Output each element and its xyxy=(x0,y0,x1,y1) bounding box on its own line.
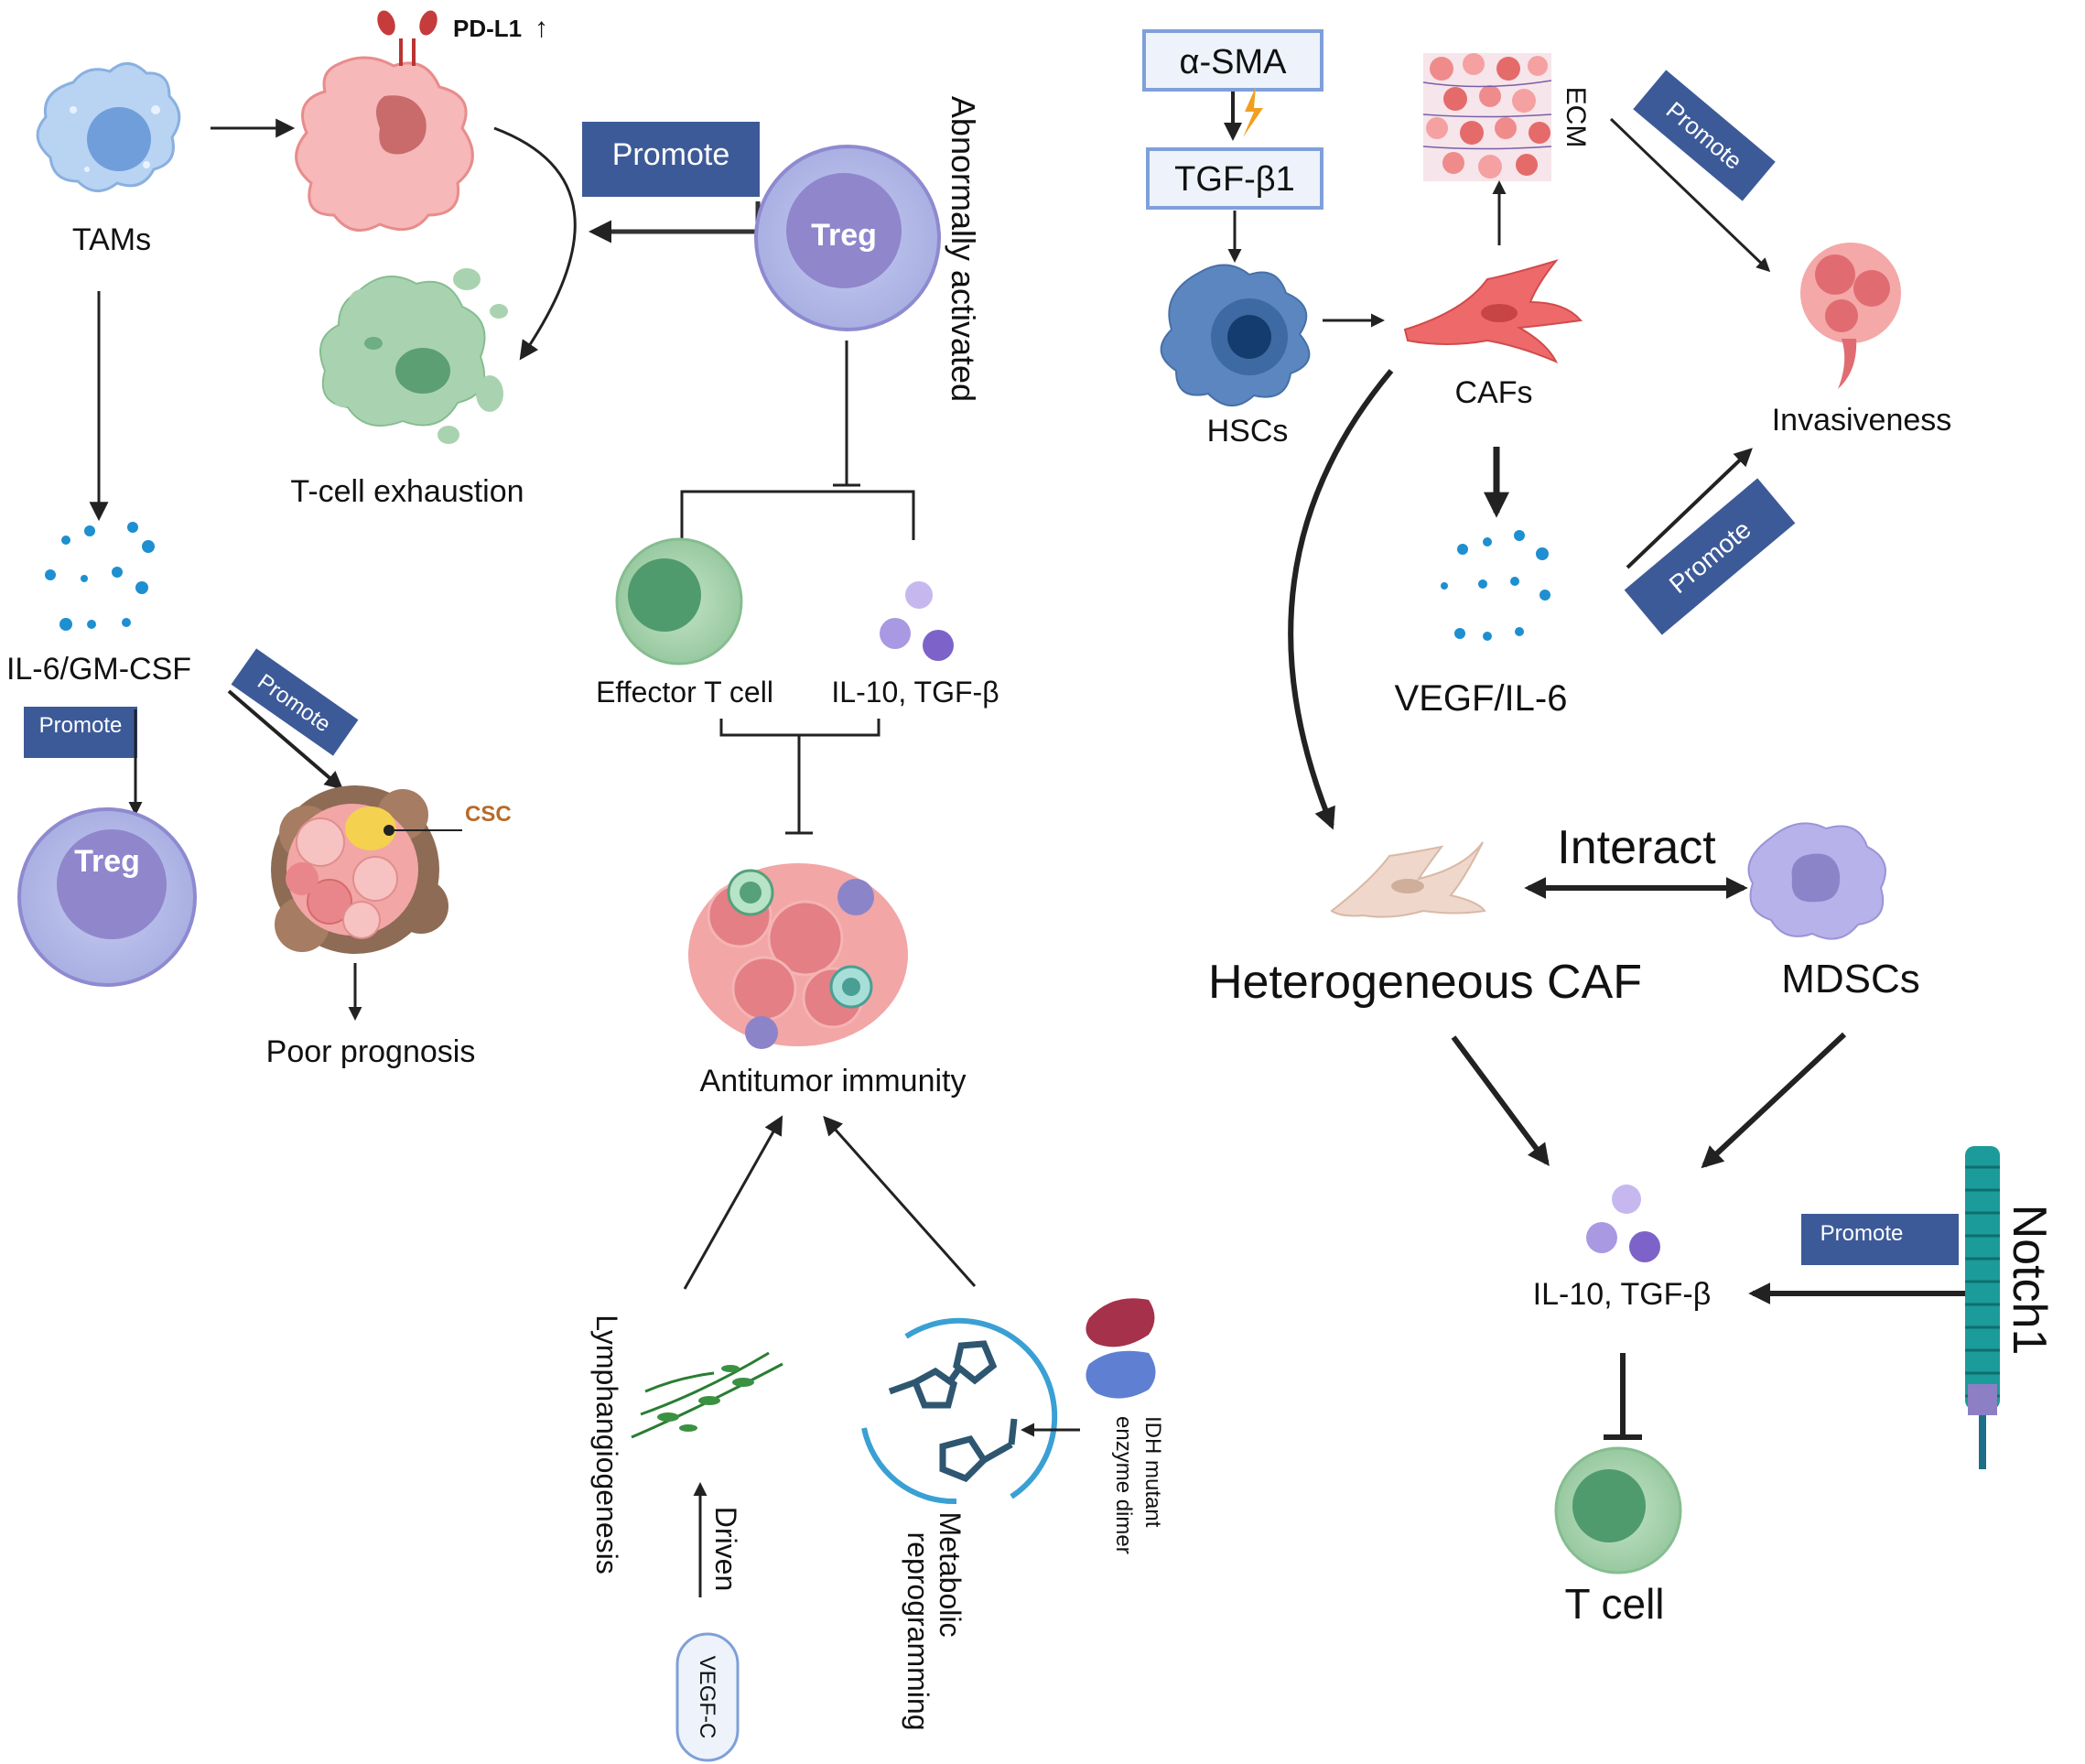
tcell-label: T cell xyxy=(1564,1580,1664,1628)
caf-cell-icon xyxy=(1403,259,1583,363)
abnormal-label: Abnormally activated xyxy=(945,96,982,402)
caf-to-hetcaf-arrow xyxy=(1288,369,1394,830)
ecm-label: ECM xyxy=(1561,87,1591,148)
tams-label: TAMs xyxy=(72,222,151,257)
tumor-cell-pdl1-icon xyxy=(295,10,474,233)
interact-label: Interact xyxy=(1557,821,1716,874)
promote-box-right-2: Promote xyxy=(1624,478,1796,635)
exhaustion-label: T-cell exhaustion xyxy=(290,474,524,509)
treg-cell-icon xyxy=(754,145,941,331)
treg2-label: Treg xyxy=(74,844,140,879)
cafs-label: CAFs xyxy=(1455,375,1533,410)
antitumor-cluster-icon xyxy=(688,863,908,1049)
ecm-tissue-icon xyxy=(1422,53,1552,181)
il10-right-label: IL-10, TGF-β xyxy=(1533,1277,1712,1312)
pdl1-up-arrow-icon: ↑ xyxy=(535,13,548,43)
tumor-to-exhaustion-arrow xyxy=(493,126,577,361)
csc-label: CSC xyxy=(465,802,512,827)
metabolic-to-antitumor-arrow xyxy=(823,1115,977,1287)
vegf-label: VEGF/IL-6 xyxy=(1395,678,1568,719)
lymph-to-antitumor-arrow xyxy=(683,1115,783,1290)
vegfc-box xyxy=(675,1632,740,1762)
treg-bracket xyxy=(680,490,915,540)
promote-big-label: Promote xyxy=(612,137,730,172)
invasive-tumor-icon xyxy=(1800,243,1901,389)
hetcaf-label: Heterogeneous CAF xyxy=(1208,956,1642,1009)
idh-dimer-icon xyxy=(1086,1298,1156,1399)
tumor-csc-cluster-icon xyxy=(271,785,448,954)
mdsc-cell-icon xyxy=(1747,822,1886,940)
il6-to-csc-arrow xyxy=(227,689,344,790)
lymph-vessel-icon xyxy=(631,1351,783,1439)
asma-box xyxy=(1142,29,1323,92)
promote-small-1-label: Promote xyxy=(39,713,123,738)
treg-label: Treg xyxy=(811,218,877,253)
idh-label-1: IDH mutant xyxy=(1140,1416,1165,1528)
effector-label: Effector T cell xyxy=(596,676,773,709)
heterogeneous-caf-icon xyxy=(1330,841,1486,918)
antitumor-label: Antitumor immunity xyxy=(700,1064,967,1098)
lightning-icon xyxy=(1243,87,1263,137)
poor-prognosis-label: Poor prognosis xyxy=(266,1034,476,1069)
treg-cell-lower-icon xyxy=(17,807,197,987)
il10-right-molecules-icon xyxy=(1586,1185,1660,1262)
notch1-receptor-icon xyxy=(1965,1146,2000,1469)
cytokine-bracket xyxy=(719,719,880,737)
il10-mid-label: IL-10, TGF-β xyxy=(831,676,999,709)
notch1-label: Notch1 xyxy=(2003,1205,2056,1356)
promote-box-right-1: Promote xyxy=(1633,70,1776,201)
il6-cytokine-dots-icon xyxy=(45,522,155,631)
mdsc-to-il10-arrow xyxy=(1701,1032,1847,1169)
tam-cell-icon xyxy=(36,62,181,192)
tcell-icon xyxy=(1554,1446,1682,1575)
vegf-to-invasiveness-arrow xyxy=(1626,448,1753,569)
tgfb1-box xyxy=(1146,147,1323,210)
mdscs-label: MDSCs xyxy=(1781,957,1920,1001)
asma-label: α-SMA xyxy=(1180,43,1288,81)
idh-label-2: enzyme dimer xyxy=(1111,1416,1136,1554)
promote-box-big xyxy=(582,122,760,197)
hsc-cell-icon xyxy=(1160,264,1311,406)
il10-molecules-icon xyxy=(880,581,954,661)
hetcaf-to-il10-arrow xyxy=(1451,1035,1550,1166)
hscs-label: HSCs xyxy=(1207,414,1289,449)
effector-tcell-icon xyxy=(615,537,743,666)
metabolic-label-1: Metabolic xyxy=(934,1512,967,1638)
vegf-cytokine-dots-icon xyxy=(1441,530,1550,641)
pdl1-label: PD-L1 xyxy=(453,15,522,42)
promote-box-right-3 xyxy=(1801,1214,1959,1265)
tgfb1-label: TGF-β1 xyxy=(1174,160,1295,199)
invasiveness-label: Invasiveness xyxy=(1772,403,1952,438)
treg-promote-arrow xyxy=(589,201,761,243)
ecm-to-invasiveness-arrow xyxy=(1609,117,1771,273)
metabolic-reprogramming-icon xyxy=(861,1317,1058,1505)
driven-label: Driven xyxy=(709,1507,742,1591)
il6-label: IL-6/GM-CSF xyxy=(6,652,191,687)
promote-right-3-label: Promote xyxy=(1820,1221,1904,1246)
vegfc-label: VEGF-C xyxy=(695,1656,719,1739)
promote-box-small-2: Promote xyxy=(231,648,359,756)
promote-box-small-1 xyxy=(24,707,137,758)
metabolic-label-2: reprogramming xyxy=(902,1532,934,1731)
lymph-label: Lymphangiogenesis xyxy=(590,1315,623,1574)
exhausted-tcell-icon xyxy=(319,268,508,444)
